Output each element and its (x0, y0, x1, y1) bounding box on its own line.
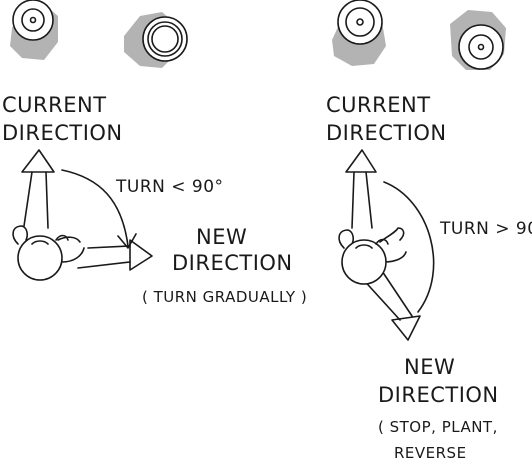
left-new-direction-line1: NEW (196, 225, 247, 249)
right-turn-arrow (383, 181, 435, 313)
left-panel: CURRENT DIRECTION TURN < 90° NEW DIRECTI… (2, 0, 307, 306)
left-cone-2 (124, 12, 188, 68)
right-cone-2 (450, 10, 506, 70)
right-current-direction-line2: DIRECTION (326, 121, 447, 145)
right-current-direction-arrow (345, 149, 377, 229)
left-cone-1 (10, 0, 58, 60)
left-current-direction-line2: DIRECTION (2, 121, 123, 145)
right-note-line1: ( STOP, PLANT, (378, 418, 498, 436)
right-figure (338, 227, 407, 285)
right-new-direction-line2: DIRECTION (378, 383, 499, 407)
left-figure (12, 225, 85, 281)
left-current-direction-arrow (21, 149, 55, 229)
right-current-direction-line1: CURRENT (326, 93, 431, 117)
right-note-line2: REVERSE (394, 444, 467, 462)
left-turn-label: TURN < 90° (115, 177, 224, 197)
left-current-direction-line1: CURRENT (2, 93, 107, 117)
left-new-direction-arrow (77, 239, 153, 271)
right-new-direction-line1: NEW (404, 355, 455, 379)
right-panel: CURRENT DIRECTION TURN > 90° NEW DIRECTI… (326, 0, 532, 462)
right-cone-1 (332, 0, 386, 66)
left-note: ( TURN GRADUALLY ) (142, 288, 307, 306)
right-turn-label: TURN > 90° (439, 219, 532, 239)
left-turn-arrow (61, 169, 137, 249)
left-new-direction-line2: DIRECTION (172, 251, 293, 275)
